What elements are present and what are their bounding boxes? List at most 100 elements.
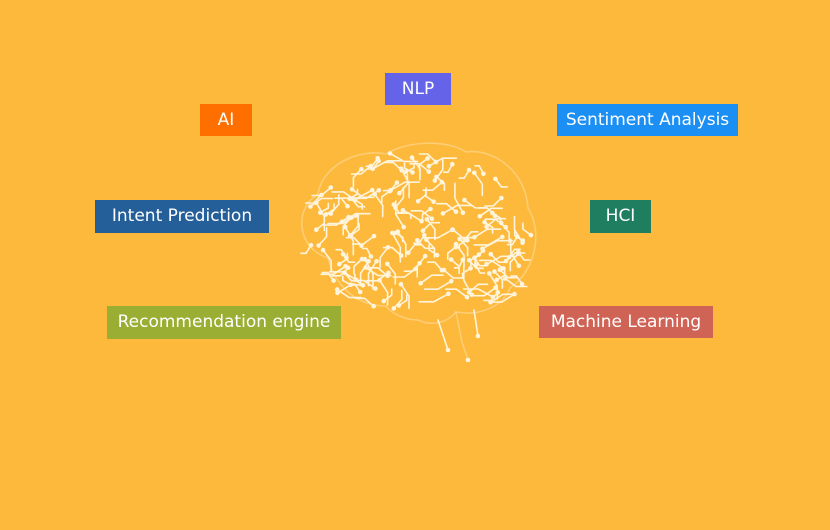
circuit-trace (394, 186, 405, 209)
circuit-node (344, 255, 349, 260)
circuit-node (481, 171, 486, 177)
circuit-node (475, 333, 481, 339)
circuit-trace (493, 270, 504, 289)
circuit-node (515, 234, 520, 239)
circuit-node (487, 271, 492, 276)
circuit-node (434, 252, 440, 258)
circuit-node (432, 178, 438, 183)
circuit-node (492, 269, 497, 274)
circuit-node (375, 156, 380, 161)
circuit-trace (421, 208, 432, 221)
circuit-node (512, 291, 517, 297)
circuit-trace (345, 236, 363, 247)
circuit-node (429, 216, 435, 222)
circuit-trace (419, 274, 444, 284)
circuit-trace (426, 261, 443, 271)
circuit-node (354, 213, 360, 218)
circuit-node (453, 244, 459, 250)
circuit-node (357, 289, 363, 295)
circuit-trace (483, 221, 494, 234)
circuit-trace (319, 202, 330, 214)
circuit-trace (458, 238, 469, 257)
circuit-trace (418, 157, 429, 172)
circuit-trace (445, 288, 468, 298)
circuit-node (320, 247, 326, 253)
circuit-trace (344, 226, 355, 256)
circuit-trace (463, 231, 479, 241)
circuit-trace (447, 246, 457, 261)
circuit-node (468, 266, 473, 271)
hci-label: HCI (590, 200, 651, 233)
circuit-node (371, 233, 377, 239)
circuit-node (490, 210, 495, 216)
circuit-trace (504, 277, 528, 288)
circuit-trace (400, 283, 410, 310)
circuit-node (466, 258, 472, 263)
circuit-node (516, 263, 522, 269)
circuit-trace (442, 163, 454, 174)
circuit-node (359, 166, 364, 172)
circuit-node (348, 215, 354, 220)
circuit-node (391, 306, 397, 311)
circuit-node (472, 170, 477, 176)
circuit-trace (393, 289, 403, 310)
circuit-node (366, 259, 371, 264)
circuit-trace (407, 244, 422, 254)
circuit-trace (331, 267, 349, 277)
hci-label-text: HCI (605, 206, 636, 226)
circuit-node (425, 156, 430, 161)
circuit-trace (389, 152, 419, 163)
circuit-node (368, 254, 374, 259)
circuit-node (372, 191, 377, 197)
circuit-node (368, 163, 373, 169)
circuit-node (494, 277, 499, 283)
circuit-node (377, 277, 382, 283)
circuit-node (500, 234, 505, 240)
circuit-trace (398, 294, 408, 307)
circuit-node (440, 211, 446, 216)
circuit-node (450, 161, 455, 167)
circuit-trace (435, 176, 446, 192)
circuit-trace (398, 173, 409, 195)
circuit-node (370, 187, 375, 193)
circuit-node (482, 219, 487, 225)
circuit-node (502, 276, 508, 281)
circuit-trace (389, 181, 421, 192)
circuit-node (316, 243, 321, 248)
circuit-trace (320, 265, 347, 276)
circuit-trace (342, 216, 353, 236)
circuit-node (495, 290, 501, 295)
circuit-node (431, 199, 436, 204)
intent-prediction-label-text: Intent Prediction (111, 206, 253, 226)
intent-prediction-label: Intent Prediction (95, 200, 269, 233)
circuit-node (362, 256, 368, 262)
circuit-node (448, 257, 454, 262)
circuit-node (422, 233, 427, 238)
circuit-node (396, 303, 402, 308)
circuit-node (457, 236, 462, 242)
circuit-trace (510, 238, 520, 267)
circuit-trace (334, 197, 349, 207)
circuit-trace (478, 259, 505, 270)
circuit-node (472, 255, 477, 260)
circuit-node (410, 170, 415, 175)
circuit-node (348, 233, 354, 238)
circuit-trace (425, 238, 436, 258)
circuit-trace (452, 228, 474, 239)
circuit-trace (418, 293, 450, 303)
circuit-trace (494, 178, 509, 188)
circuit-node (433, 159, 439, 165)
circuit-node (462, 237, 467, 243)
circuit-trace (309, 197, 334, 208)
circuit-trace (510, 275, 523, 285)
circuit-trace (410, 210, 433, 220)
circuit-node (417, 260, 422, 266)
ai-label: AI (200, 104, 252, 136)
circuit-node (314, 227, 319, 232)
circuit-trace (381, 190, 391, 204)
circuit-trace (397, 230, 407, 258)
circuit-node (448, 278, 454, 284)
circuit-trace (436, 202, 457, 213)
circuit-node (387, 151, 393, 156)
